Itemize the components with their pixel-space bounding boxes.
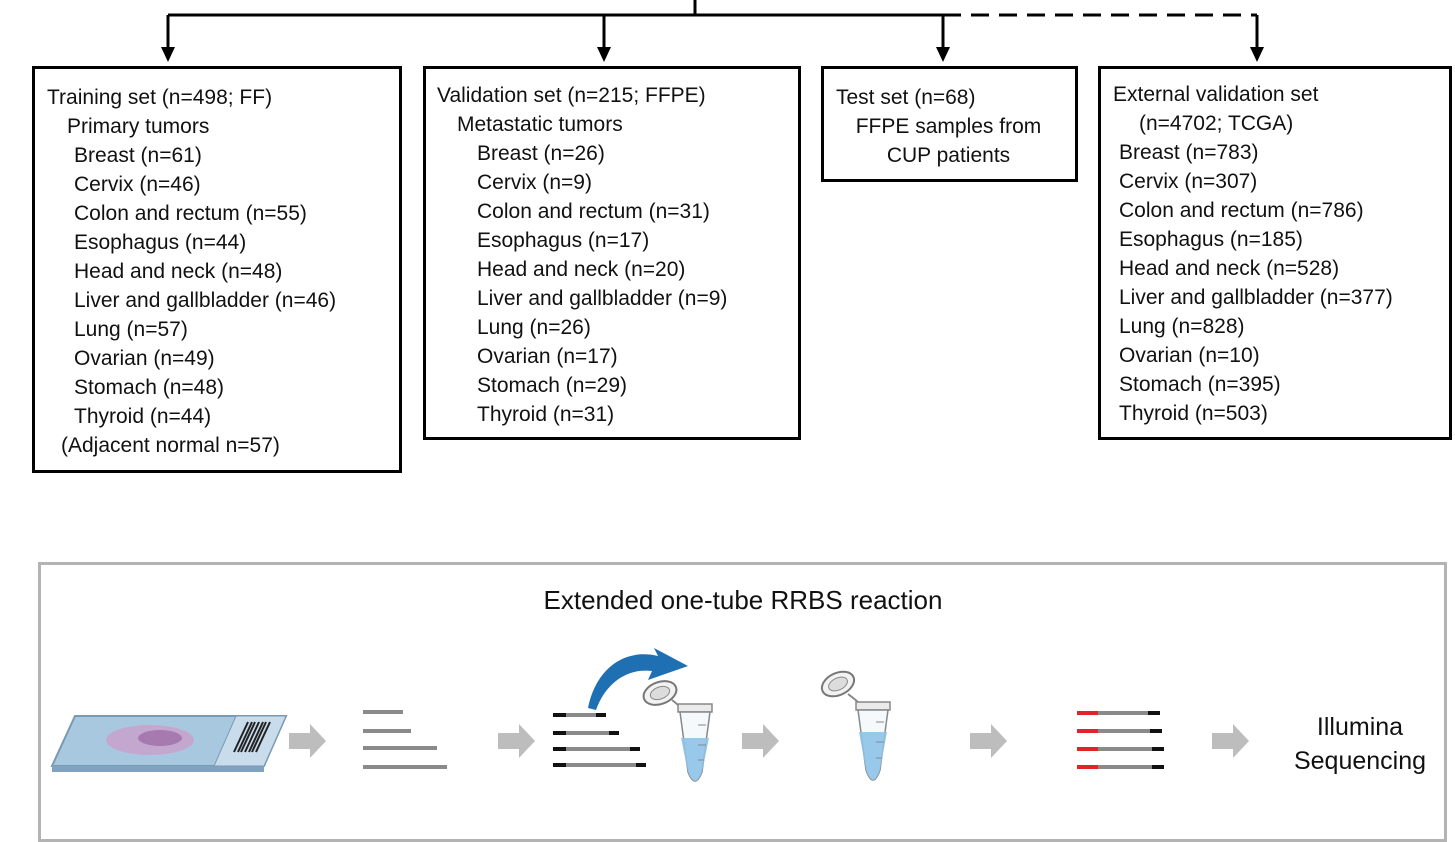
validation-item: Liver and gallbladder (n=9) <box>477 287 728 310</box>
external-item: Cervix (n=307) <box>1119 170 1258 193</box>
eppendorf-tube-icon <box>820 670 891 781</box>
dna-fragments-icon <box>363 710 447 769</box>
validation-set-box: Validation set (n=215; FFPE) Metastatic … <box>423 66 801 440</box>
training-item: Thyroid (n=44) <box>74 405 212 428</box>
test-set-description-1: FFPE samples from <box>855 115 1042 138</box>
adapter-ligated-library-icon <box>1077 711 1164 769</box>
training-item: Stomach (n=48) <box>74 376 224 399</box>
external-item: Lung (n=828) <box>1119 315 1245 338</box>
external-item: Liver and gallbladder (n=377) <box>1119 286 1393 309</box>
training-item: Colon and rectum (n=55) <box>74 202 307 225</box>
arrowhead-external <box>1250 47 1264 62</box>
training-item: Ovarian (n=49) <box>74 347 215 370</box>
training-item: Head and neck (n=48) <box>74 260 283 283</box>
validation-set-subtitle: Metastatic tumors <box>457 113 623 136</box>
training-item: Cervix (n=46) <box>74 173 201 196</box>
training-item: Breast (n=61) <box>74 144 202 167</box>
test-set-title: Test set (n=68) <box>836 86 976 109</box>
external-item: Ovarian (n=10) <box>1119 344 1260 367</box>
test-set-description-2: CUP patients <box>886 144 1011 167</box>
training-adjacent-normal: (Adjacent normal n=57) <box>61 434 280 457</box>
arrowhead-validation <box>597 47 611 62</box>
validation-item: Stomach (n=29) <box>477 374 627 397</box>
validation-set-title: Validation set (n=215; FFPE) <box>437 84 706 107</box>
validation-item: Colon and rectum (n=31) <box>477 200 710 223</box>
illumina-sequencing-label: Illumina Sequencing <box>1293 713 1427 775</box>
cup-study-diagram: Training set (n=498; FF) Primary tumors … <box>32 0 1452 842</box>
arrowhead-test <box>936 47 950 62</box>
flow-connectors <box>161 0 1264 62</box>
rrbs-title: Extended one-tube RRBS reaction <box>543 585 943 615</box>
external-item: Thyroid (n=503) <box>1119 402 1268 425</box>
step-arrow-2 <box>498 724 535 758</box>
external-validation-box: External validation set (n=4702; TCGA) B… <box>1098 66 1452 440</box>
training-item: Liver and gallbladder (n=46) <box>74 289 337 312</box>
test-set-box: Test set (n=68) FFPE samples from CUP pa… <box>821 66 1078 182</box>
curved-arrow-icon <box>588 648 688 710</box>
validation-item: Breast (n=26) <box>477 142 605 165</box>
step-arrow-3 <box>742 724 779 758</box>
step-arrow-4 <box>970 724 1007 758</box>
validation-item: Head and neck (n=20) <box>477 258 686 281</box>
external-item: Head and neck (n=528) <box>1119 257 1340 280</box>
step-arrow-1 <box>289 724 326 758</box>
external-item: Esophagus (n=185) <box>1119 228 1303 251</box>
validation-item: Cervix (n=9) <box>477 171 592 194</box>
validation-item: Thyroid (n=31) <box>477 403 615 426</box>
external-item: Breast (n=783) <box>1119 141 1259 164</box>
training-set-title: Training set (n=498; FF) <box>47 86 273 109</box>
training-item: Lung (n=57) <box>74 318 188 341</box>
training-set-box: Training set (n=498; FF) Primary tumors … <box>32 66 402 473</box>
external-item: Colon and rectum (n=786) <box>1119 199 1364 222</box>
training-item: Esophagus (n=44) <box>74 231 247 254</box>
rrbs-workflow-graphics <box>50 648 1249 782</box>
arrowhead-training <box>161 47 175 62</box>
external-item: Stomach (n=395) <box>1119 373 1281 396</box>
external-set-subtitle: (n=4702; TCGA) <box>1139 112 1294 135</box>
step-arrow-5 <box>1212 724 1249 758</box>
validation-item: Ovarian (n=17) <box>477 345 618 368</box>
tissue-slide-icon <box>50 715 288 772</box>
tagged-fragments-icon <box>553 713 646 767</box>
training-set-subtitle: Primary tumors <box>67 115 210 138</box>
validation-item: Esophagus (n=17) <box>477 229 650 252</box>
validation-item: Lung (n=26) <box>477 316 591 339</box>
external-set-title: External validation set <box>1113 83 1319 106</box>
eppendorf-tube-icon <box>642 680 713 782</box>
